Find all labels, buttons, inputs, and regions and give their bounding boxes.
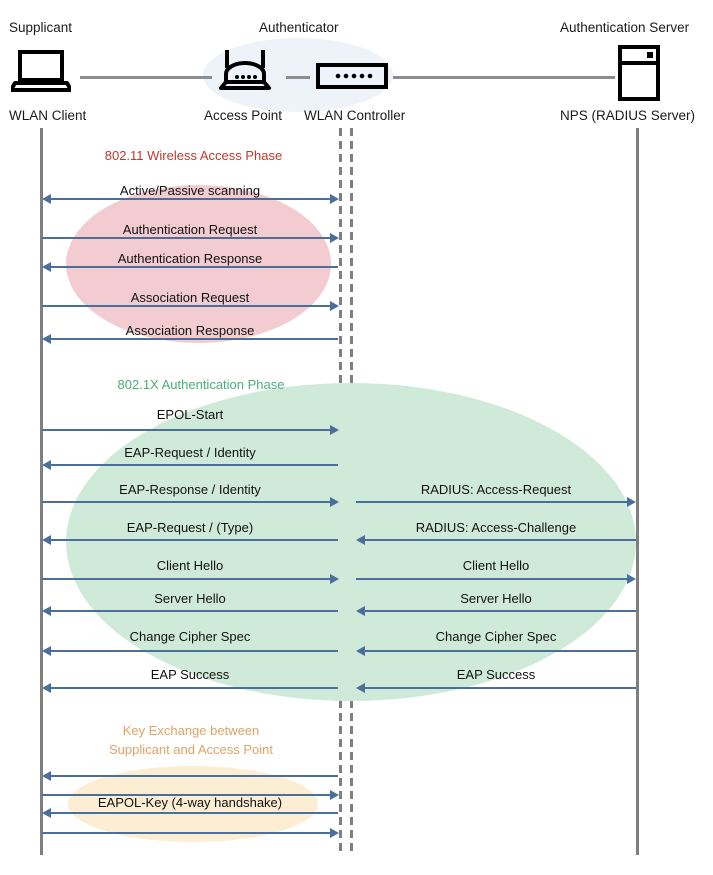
message-arrow-head-right [330,497,339,507]
message-arrow-line [42,832,332,834]
message-arrow-line [42,237,332,239]
wire-ap-to-controller [286,76,310,79]
message-arrow-head-left [42,771,51,781]
actor-device-wlan-client: WLAN Client [9,108,87,123]
message-label: Client Hello [462,558,530,573]
message-arrow-line [42,501,332,503]
phase-label-key-exchange: Key Exchange between Supplicant and Acce… [91,721,291,759]
message-arrow-line [364,539,636,541]
message-label: EPOL-Start [156,407,224,422]
message-arrow-head-right [627,574,636,584]
message-label: EAP Success [456,667,536,682]
message-arrow-head-left [42,646,51,656]
message-arrow-line [50,775,338,777]
message-label: Change Cipher Spec [129,629,251,644]
message-arrow-head-right [330,233,339,243]
message-arrow-line [42,305,332,307]
message-label: Server Hello [460,591,532,606]
phase-blob-wireless-access [66,185,331,343]
message-arrow-head-left [42,606,51,616]
message-arrow-head-right [330,828,339,838]
server-rack-icon [617,45,661,106]
message-arrow-head-right [330,194,339,204]
message-label: Active/Passive scanning [119,183,261,198]
message-arrow-head-left [356,683,365,693]
actor-role-authenticator: Authenticator [259,20,339,35]
message-arrow-head-left [356,535,365,545]
message-arrow-head-right [627,497,636,507]
message-arrow-head-left [42,334,51,344]
network-switch-icon [316,63,388,94]
message-label: Authentication Request [122,222,258,237]
message-label: Association Request [130,290,250,305]
message-arrow-line [42,794,332,796]
phase-label-dot1x-auth: 802.1X Authentication Phase [101,375,301,394]
message-arrow-line [50,464,338,466]
message-arrow-head-left [42,262,51,272]
message-arrow-line [364,610,636,612]
message-label: EAP-Request / (Type) [126,520,254,535]
laptop-icon [9,50,73,97]
message-arrow-line [50,812,338,814]
message-arrow-head-left [356,606,365,616]
message-arrow-head-left [42,460,51,470]
wire-client-to-ap [80,76,212,79]
phase-label-line: Supplicant and Access Point [108,742,274,757]
message-label: Client Hello [156,558,224,573]
message-arrow-head-left [42,194,51,204]
phase-label-line: Key Exchange between [122,723,260,738]
message-label: EAP-Response / Identity [119,482,261,497]
phase-label-wireless-access: 802.11 Wireless Access Phase [86,146,301,165]
message-arrow-line [42,429,332,431]
actor-role-supplicant: Supplicant [9,20,73,35]
message-label: Change Cipher Spec [435,629,557,644]
message-arrow-head-right [330,790,339,800]
phase-label-line: 802.11 Wireless Access Phase [104,148,283,163]
message-arrow-head-left [356,646,365,656]
wireless-router-icon [214,48,276,97]
message-arrow-line [50,338,338,340]
message-label: Server Hello [154,591,226,606]
message-label: EAP Success [150,667,230,682]
message-label: Association Response [125,323,255,338]
message-label: RADIUS: Access-Request [420,482,572,497]
message-arrow-head-right [330,574,339,584]
message-label: Authentication Response [117,251,263,266]
message-arrow-line [50,650,338,652]
message-arrow-head-right [330,301,339,311]
actor-role-authentication-server: Authentication Server [560,20,690,35]
message-arrow-line [356,501,628,503]
message-label: EAPOL-Key (4-way handshake) [97,795,283,810]
message-arrow-line [42,578,332,580]
message-arrow-line [356,578,628,580]
message-arrow-head-right [330,425,339,435]
message-arrow-head-left [42,535,51,545]
phase-blob-key-exchange [68,766,318,842]
phase-blob-dot1x-auth [66,383,636,701]
actor-device-access-point: Access Point [204,108,283,123]
message-arrow-head-left [42,808,51,818]
message-arrow-line [364,650,636,652]
actor-device-wlan-controller: WLAN Controller [304,108,406,123]
wire-controller-to-server [393,76,615,79]
message-label: RADIUS: Access-Challenge [415,520,577,535]
actor-device-nps-radius-server: NPS (RADIUS Server) [560,108,696,123]
lifeline-supplicant [40,128,43,855]
message-arrow-line [50,198,332,200]
phase-label-line: 802.1X Authentication Phase [117,377,285,392]
message-arrow-line [50,687,338,689]
message-arrow-line [50,266,338,268]
lifeline-authentication-server [636,128,639,855]
message-arrow-line [50,539,338,541]
message-arrow-line [364,687,636,689]
message-arrow-line [50,610,338,612]
message-arrow-head-left [42,683,51,693]
message-label: EAP-Request / Identity [124,445,256,460]
